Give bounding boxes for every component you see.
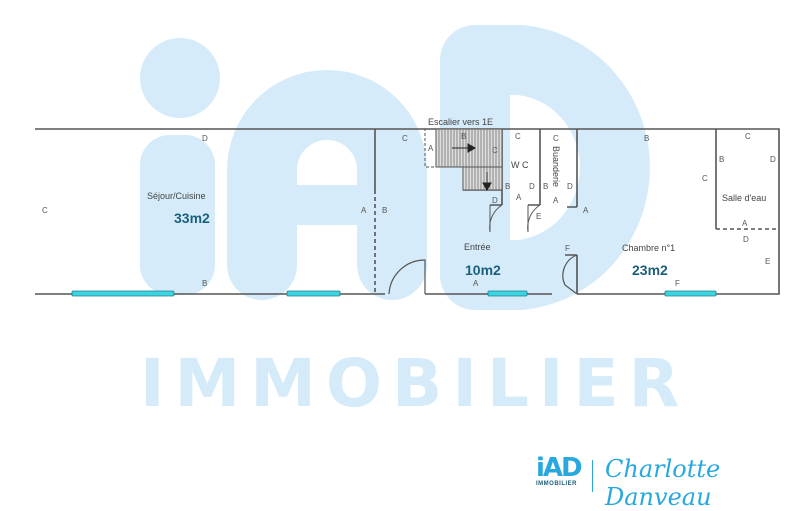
room-sejour-area: 33m2 (174, 210, 210, 226)
svg-text:B: B (202, 279, 207, 288)
watermark-a-arch (227, 70, 427, 300)
watermark-i-dot (140, 38, 220, 118)
svg-text:D: D (743, 235, 749, 244)
svg-text:A: A (553, 196, 559, 205)
svg-text:A: A (742, 219, 748, 228)
svg-text:A: A (361, 206, 367, 215)
svg-text:C: C (702, 174, 708, 183)
svg-text:A: A (516, 193, 522, 202)
svg-text:E: E (536, 212, 541, 221)
svg-text:A: A (583, 206, 589, 215)
wall-chambre-entree (565, 254, 578, 294)
door-chambre (562, 254, 578, 295)
room-sejour-label: Séjour/Cuisine (147, 191, 206, 201)
arrow-right-icon (452, 143, 477, 153)
door-buanderie (527, 204, 541, 233)
svg-text:E: E (765, 257, 770, 266)
svg-text:B: B (644, 134, 649, 143)
agent-signature: Charlotte Danveau (605, 455, 721, 511)
svg-text:D: D (529, 182, 535, 191)
room-chambre-label: Chambre n°1 (622, 243, 675, 253)
stairs-label: Escalier vers 1E (428, 117, 493, 127)
wall-buanderie (567, 129, 578, 208)
svg-text:C: C (515, 132, 521, 141)
watermark-text: IMMOBILIER (140, 345, 690, 422)
svg-text:B: B (382, 206, 387, 215)
svg-text:D: D (567, 182, 573, 191)
svg-text:D: D (202, 134, 208, 143)
stairs-outline (424, 128, 436, 168)
stairs-upper (435, 128, 503, 168)
room-chambre-area: 23m2 (632, 262, 668, 278)
svg-text:B: B (543, 182, 548, 191)
room-buanderie-label: Buanderie (551, 146, 561, 187)
footer-logo: iAD IMMOBILIER (536, 453, 583, 487)
watermark-i-stem (140, 135, 215, 295)
svg-text:C: C (402, 134, 408, 143)
svg-text:D: D (770, 155, 776, 164)
svg-text:A: A (473, 279, 479, 288)
svg-text:C: C (42, 206, 48, 215)
svg-text:A: A (428, 144, 434, 153)
arrow-down-icon (482, 172, 492, 192)
svg-text:B: B (719, 155, 724, 164)
window (664, 290, 717, 297)
window (487, 290, 528, 297)
room-salle-eau-label: Salle d'eau (722, 193, 766, 203)
stairs-lower (462, 166, 503, 191)
svg-text:F: F (565, 244, 570, 253)
window (286, 290, 341, 297)
svg-text:C: C (553, 134, 559, 143)
svg-text:B: B (461, 132, 466, 141)
room-entree-area: 10m2 (465, 262, 501, 278)
room-wc-label: W C (511, 160, 529, 170)
svg-text:C: C (745, 132, 751, 141)
svg-text:C: C (492, 146, 498, 155)
svg-text:B: B (505, 182, 510, 191)
svg-text:F: F (675, 279, 680, 288)
footer-divider (592, 460, 593, 492)
svg-text:D: D (492, 196, 498, 205)
room-entree-label: Entrée (464, 242, 491, 252)
window (71, 290, 175, 297)
door-wc (489, 204, 503, 233)
door-entrance (388, 259, 426, 295)
